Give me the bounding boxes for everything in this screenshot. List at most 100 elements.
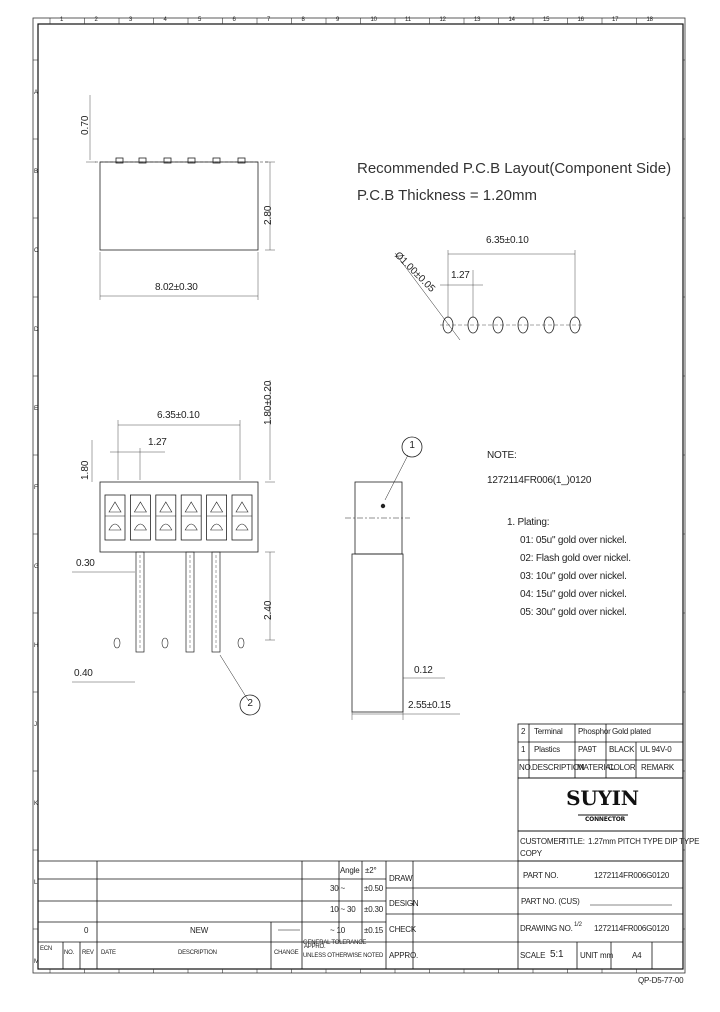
- lead-pin: [185, 551, 195, 653]
- drawing-sheet: 1/2: [574, 922, 582, 928]
- part-no-value: 1272114FR006G0120: [594, 871, 670, 880]
- angle-value: ±2°: [365, 866, 377, 875]
- pin-tip: [237, 637, 245, 649]
- ruler-top-label: 2: [94, 17, 98, 23]
- bom-no: 2: [521, 727, 526, 736]
- general-tolerance-note: GENERAL TOLERANCE: [303, 940, 367, 946]
- drawing-no-value: 1272114FR006G0120: [594, 924, 670, 933]
- bom-no: 1: [521, 745, 526, 754]
- ruler-left-label: M: [34, 959, 39, 965]
- ruler-left-label: A: [34, 90, 38, 96]
- bom-header-material: MATERIAL: [577, 763, 615, 772]
- body-depth-dim: 2.55±0.15: [408, 700, 451, 711]
- ruler-top-label: 11: [405, 17, 411, 23]
- lead-pin: [211, 551, 221, 653]
- tolerance-range: 10 ~ 30: [330, 905, 356, 914]
- bom-header-color: COLOR: [608, 763, 636, 772]
- ruler-top-label: 14: [508, 17, 515, 23]
- plating-item: 03: 10u" gold over nickel.: [520, 571, 627, 582]
- rev-appro-label: APPRO.: [304, 944, 326, 950]
- contact-upper: [108, 501, 122, 513]
- contact-cell: [104, 494, 126, 541]
- outer-border: [32, 17, 686, 974]
- tolerance-range: ~ 10: [330, 926, 345, 935]
- contact-cell: [180, 494, 202, 541]
- callout-2: 2: [247, 698, 253, 709]
- contact-lower: [159, 523, 173, 531]
- lead-offset-dim: 0.30: [76, 558, 95, 569]
- ruler-top-label: 16: [577, 17, 584, 23]
- signoff-appro: APPRO.: [389, 951, 419, 960]
- plating-item: 04: 15u" gold over nickel.: [520, 589, 627, 600]
- signoff-draw: DRAW: [389, 874, 413, 883]
- bom-remark: Gold plated: [612, 727, 651, 736]
- ruler-left-label: K: [34, 801, 38, 807]
- ruler-top-label: 10: [370, 17, 377, 23]
- ruler-ticks: [33, 18, 685, 973]
- front-pitch-dim: 1.27: [148, 437, 167, 448]
- scale-label: SCALE: [520, 951, 546, 960]
- contact-lower: [210, 523, 224, 531]
- title-value: 1.27mm PITCH TYPE DIP TYPE: [588, 837, 700, 846]
- company-logo: SUYIN: [566, 786, 639, 810]
- contact-lower: [108, 523, 122, 531]
- ruler-left-label: F: [34, 485, 38, 491]
- lead-thickness-dim: 0.12: [414, 665, 433, 676]
- title-label: TITLE:: [562, 837, 585, 846]
- revision-desc: NEW: [190, 926, 209, 935]
- bom-material: PA9T: [578, 745, 597, 754]
- rev-ecn-label: ECN: [40, 946, 53, 952]
- ruler-top-label: 5: [198, 17, 202, 23]
- pitch-total-dim: 6.35±0.10: [486, 235, 529, 246]
- ruler-top-label: 12: [439, 17, 446, 23]
- plating-heading: 1. Plating:: [507, 517, 550, 528]
- pcb-layout: [394, 250, 583, 341]
- ruler-left-label: B: [34, 169, 38, 175]
- rev-description-label: DESCRIPTION: [178, 950, 217, 956]
- notes-heading: NOTE:: [487, 450, 517, 461]
- copy-label: COPY: [520, 849, 542, 858]
- bom-desc: Plastics: [534, 745, 560, 754]
- ruler-left-label: E: [34, 406, 38, 412]
- ruler-top-label: 17: [612, 17, 619, 23]
- front-height-dim: 1.80±0.20: [263, 380, 274, 425]
- plating-item: 02: Flash gold over nickel.: [520, 553, 631, 564]
- bom-table: [517, 723, 684, 779]
- ruler-top-label: 7: [267, 17, 271, 23]
- side-view: [345, 436, 460, 720]
- callout-1: 1: [409, 440, 415, 451]
- tolerance-value: ±0.15: [364, 926, 383, 935]
- contact-upper: [184, 501, 198, 513]
- lead-pin: [135, 551, 145, 653]
- company-sub: CONNECTOR: [584, 816, 626, 823]
- customer-label: CUSTOMER: [520, 837, 565, 846]
- contact-cell: [155, 494, 177, 541]
- top-height-dim: 2.80: [263, 205, 274, 225]
- contact-lower: [184, 523, 198, 531]
- pin-height-dim: 0.70: [80, 115, 91, 135]
- layout-thickness: P.C.B Thickness = 1.20mm: [357, 187, 537, 204]
- layout-pitch-dim: 1.27: [451, 270, 470, 281]
- plating-item: 05: 30u" gold over nickel.: [520, 607, 627, 618]
- title-block-lines: [517, 777, 684, 970]
- unless-noted: UNLESS OTHERWISE NOTED: [303, 953, 384, 959]
- ruler-left-label: C: [34, 248, 39, 254]
- contact-cell: [206, 494, 228, 541]
- unit-label: UNIT: [580, 951, 598, 960]
- bom-remark: UL 94V-0: [640, 745, 672, 754]
- layout-title: Recommended P.C.B Layout(Component Side): [357, 160, 672, 177]
- bom-desc: Terminal: [534, 727, 563, 736]
- contact-upper: [133, 501, 147, 513]
- angle-label: Angle: [340, 866, 360, 875]
- bom-header-desc: DESCRIPTION: [532, 763, 585, 772]
- contact-lower: [235, 523, 249, 531]
- ruler-top-label: 1: [60, 17, 64, 23]
- ruler-top-label: 4: [163, 17, 167, 23]
- bom-header-no: NO.: [519, 763, 533, 772]
- bom-header-remark: REMARK: [641, 763, 675, 772]
- signoff-check: CHECK: [389, 925, 417, 934]
- pin-tip: [161, 637, 169, 649]
- top-width-dim: 8.02±0.30: [155, 282, 198, 293]
- contact-cell: [129, 494, 151, 541]
- ruler-top-label: 18: [646, 17, 653, 23]
